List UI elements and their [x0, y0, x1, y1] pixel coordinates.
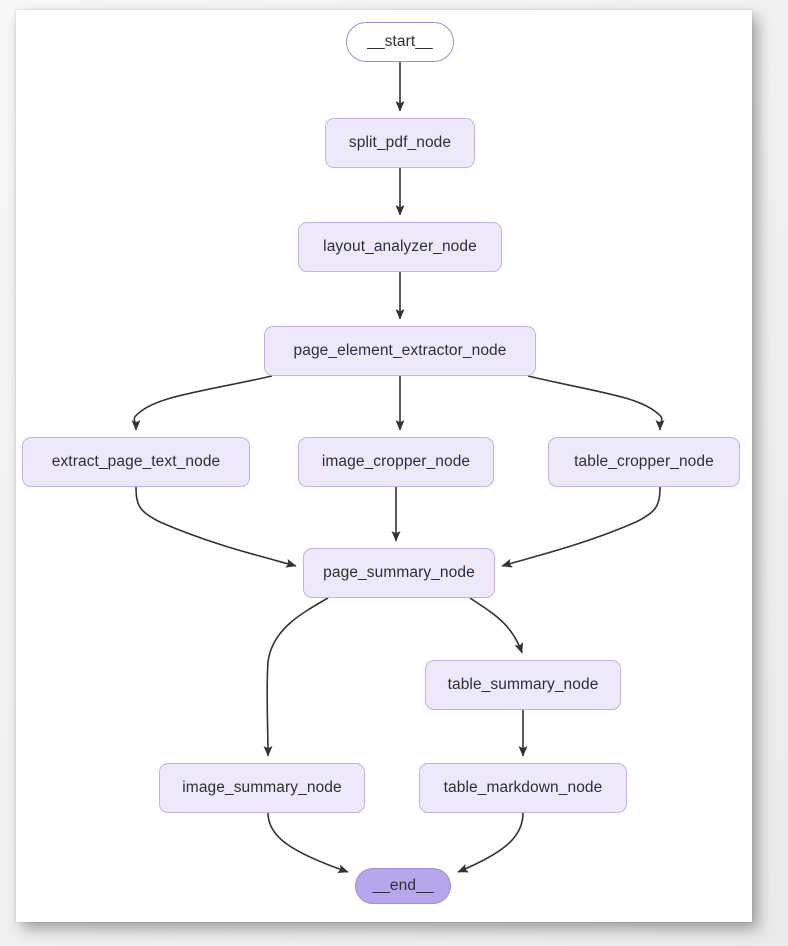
node-split_pdf_node[interactable]: split_pdf_node — [325, 118, 475, 168]
node-page_element_extractor_node[interactable]: page_element_extractor_node — [264, 326, 536, 376]
node-start[interactable]: __start__ — [346, 22, 454, 62]
node-layout_analyzer_node[interactable]: layout_analyzer_node — [298, 222, 502, 272]
node-table_cropper_node[interactable]: table_cropper_node — [548, 437, 740, 487]
node-label: table_cropper_node — [574, 453, 714, 470]
node-image_cropper_node[interactable]: image_cropper_node — [298, 437, 494, 487]
node-label: layout_analyzer_node — [323, 238, 477, 255]
node-end[interactable]: __end__ — [355, 868, 451, 904]
node-label: extract_page_text_node — [51, 453, 221, 470]
node-table_summary_node[interactable]: table_summary_node — [425, 660, 621, 710]
node-table_markdown_node[interactable]: table_markdown_node — [419, 763, 627, 813]
node-label: __end__ — [372, 877, 434, 894]
node-image_summary_node[interactable]: image_summary_node — [159, 763, 365, 813]
node-label: table_summary_node — [447, 676, 599, 693]
node-label: page_summary_node — [323, 564, 475, 581]
node-label: image_summary_node — [182, 779, 342, 796]
node-label: image_cropper_node — [321, 453, 471, 470]
node-label: split_pdf_node — [348, 134, 452, 151]
node-label: __start__ — [367, 33, 433, 50]
node-page_summary_node[interactable]: page_summary_node — [303, 548, 495, 598]
node-extract_page_text_node[interactable]: extract_page_text_node — [22, 437, 250, 487]
node-label: table_markdown_node — [443, 779, 603, 796]
node-label: page_element_extractor_node — [293, 342, 507, 359]
